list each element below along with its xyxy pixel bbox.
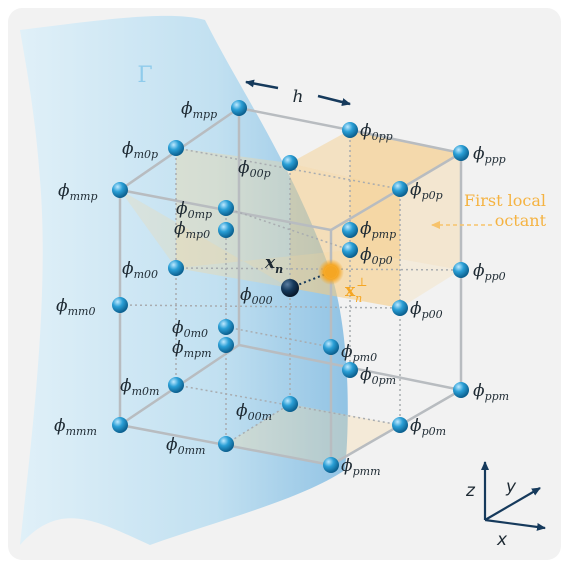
octant-annotation: First local octant (431, 191, 547, 230)
node-pmp (342, 222, 358, 238)
node-m00 (168, 260, 184, 276)
node-label-mm0: ϕmm0 (56, 296, 95, 318)
node-label-mpm: ϕmpm (172, 338, 212, 360)
projection-point-core (325, 266, 337, 278)
axes-triad: z y x (465, 461, 546, 550)
node-label-mp0: ϕmp0 (174, 219, 210, 241)
node-label-m00: ϕm00 (122, 259, 158, 281)
node-mmp (112, 182, 128, 198)
node-label-mpp: ϕmpp (181, 99, 217, 121)
grid-nodes: ϕmpp ϕ0pp ϕppp ϕm0p ϕ00p ϕp0p ϕmmp ϕ0mp ϕpmp ϕmp0… (54, 99, 509, 478)
node-pmm (323, 457, 339, 473)
node-0pp (342, 122, 358, 138)
node-label-0mm: ϕ0mm (166, 435, 205, 457)
node-mpp (231, 100, 247, 116)
spacing-arrow: h (245, 79, 351, 107)
axis-y-label: y (505, 477, 517, 497)
node-label-m0m: ϕm0m (120, 376, 159, 398)
node-pm0 (323, 339, 339, 355)
node-mm0 (112, 297, 128, 313)
axis-z-label: z (465, 481, 476, 501)
node-label-pmm: ϕpmm (341, 456, 381, 478)
node-label-m0p: ϕm0p (122, 139, 158, 161)
node-label-00p: ϕ00p (238, 158, 271, 180)
node-p0p (392, 181, 408, 197)
node-label-mmm: ϕmmm (54, 416, 97, 438)
node-label-0mp: ϕ0mp (176, 199, 212, 221)
node-mpm (218, 337, 234, 353)
node-mmm (112, 417, 128, 433)
node-label-p00: ϕp00 (410, 299, 443, 321)
node-ppm (453, 382, 469, 398)
node-0p0 (342, 242, 358, 258)
node-label-ppm: ϕppm (473, 381, 509, 403)
node-ppp (453, 145, 469, 161)
node-label-0p0: ϕ0p0 (360, 245, 393, 267)
node-00m (282, 396, 298, 412)
node-label-p0p: ϕp0p (410, 180, 443, 202)
node-label-pp0: ϕpp0 (473, 261, 506, 283)
node-0pm (342, 362, 358, 378)
surface-label: Γ (137, 63, 152, 88)
projection-label: xn⊥ (345, 275, 368, 305)
surface-gamma (20, 15, 348, 546)
node-label-ppp: ϕppp (473, 144, 506, 166)
node-label-000: ϕ000 (240, 285, 273, 307)
node-label-pmp: ϕpmp (360, 219, 396, 241)
node-0m0 (218, 319, 234, 335)
node-label-0pm: ϕ0pm (360, 365, 396, 387)
node-label-p0m: ϕp0m (410, 416, 446, 438)
node-mp0 (218, 222, 234, 238)
spacing-label: h (293, 87, 304, 107)
point-label: xn (264, 253, 283, 276)
node-m0m (168, 377, 184, 393)
node-pp0 (453, 262, 469, 278)
node-m0p (168, 140, 184, 156)
node-p00 (392, 300, 408, 316)
node-label-pm0: ϕpm0 (341, 342, 377, 364)
octant-label-line1: First local (464, 191, 546, 210)
axis-x-label: x (496, 530, 508, 550)
node-0mm (218, 436, 234, 452)
node-00p (282, 155, 298, 171)
node-label-0pp: ϕ0pp (360, 121, 393, 143)
node-label-mmp: ϕmmp (58, 181, 98, 203)
octant-label-line2: octant (495, 211, 547, 230)
node-p0m (392, 417, 408, 433)
node-label-0m0: ϕ0m0 (172, 318, 208, 340)
center-node (281, 279, 299, 297)
node-label-00m: ϕ00m (236, 401, 272, 423)
node-0mp (218, 200, 234, 216)
